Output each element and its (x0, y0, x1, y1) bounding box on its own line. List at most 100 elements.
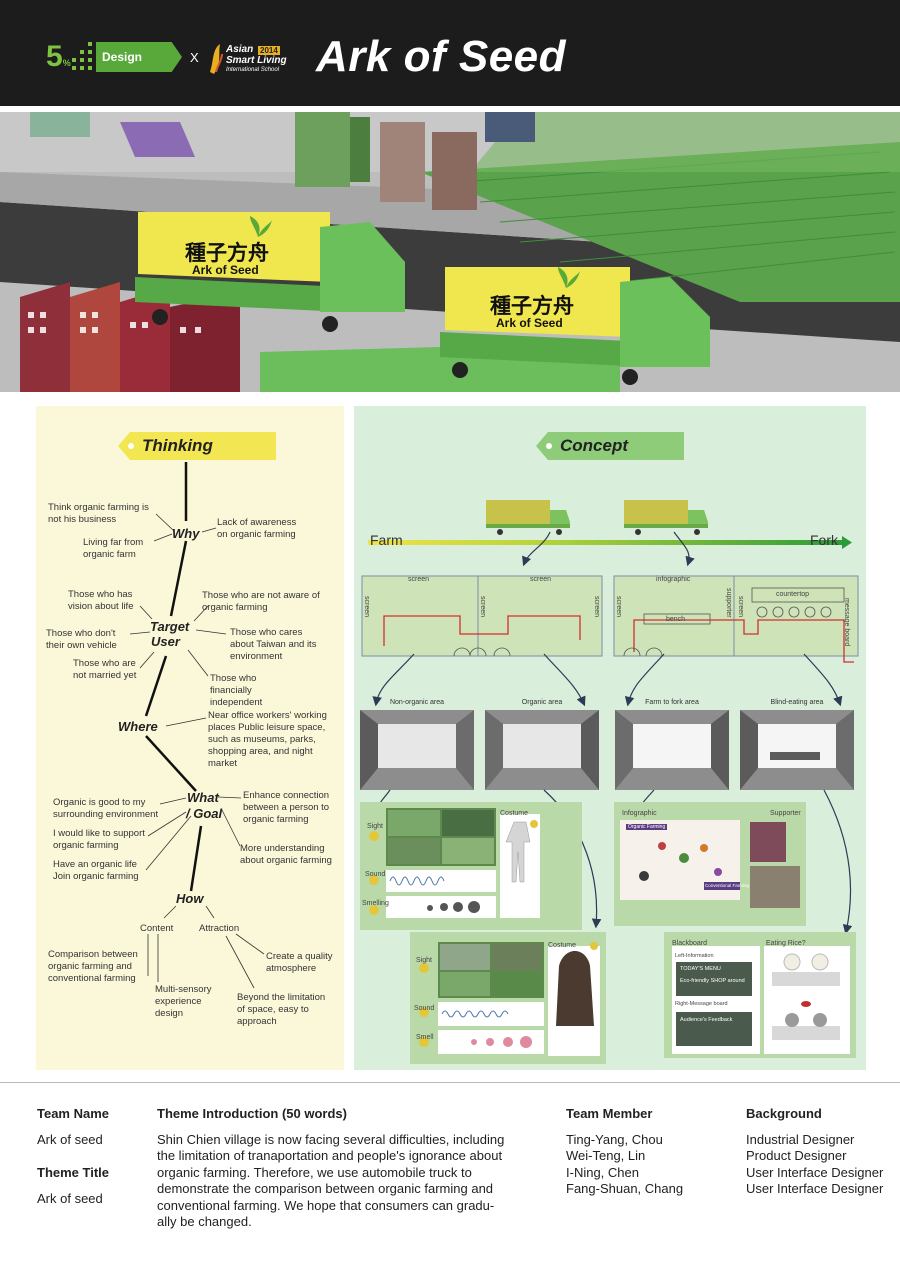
farm-label: Farm (370, 532, 403, 548)
concept-model-tag: Concept model (536, 432, 684, 460)
plan-side-4: screen (615, 596, 622, 618)
where-item: Near office workers' working places Publ… (208, 710, 327, 769)
card1-smell: Smelling (362, 900, 389, 907)
logo-5-percent: 5% (46, 40, 71, 73)
target-item-2: Those who don't their own vehicle (46, 628, 117, 651)
fork-label: Fork (810, 532, 838, 548)
team-member-1: Ting-Yang, Chou (566, 1132, 663, 1147)
partner-year: 2014 (258, 46, 280, 55)
theme-intro-line-3: organic farming. Therefore, we use autom… (157, 1165, 472, 1180)
plan-side-3: screen (593, 596, 600, 618)
area-non-organic: Non-organic area (389, 699, 445, 706)
team-name-heading: Team Name (37, 1106, 110, 1121)
why-item-3: Lack of awareness on organic farming (217, 517, 297, 540)
how-content: Content (140, 923, 174, 934)
truck2-title-en: Ark of Seed (496, 316, 563, 330)
theme-title-heading: Theme Title (37, 1165, 110, 1180)
area-farm-to-fork: Farm to fork area (645, 699, 699, 706)
card2-sight: Sight (416, 957, 432, 964)
how-item-3: Create a quality atmosphere (266, 951, 333, 974)
theme-intro-heading: Theme Introduction (50 words) (157, 1106, 347, 1121)
card3-poster-2: Conventional Farming (705, 883, 750, 888)
card3-infographic: Infographic (622, 810, 657, 817)
plan-countertop: countertop (776, 591, 810, 598)
team-member-heading: Team Member (566, 1106, 653, 1121)
card3-poster-title: Organic Farming (626, 824, 668, 830)
truck1-title-cn: 種子方舟 (185, 241, 269, 265)
theme-title-value: Ark of seed (37, 1191, 103, 1206)
partner-line2: Smart Living (226, 55, 287, 66)
partner-line1: Asian (226, 44, 254, 55)
why-item-1: Think organic farming is not his busines… (48, 502, 149, 525)
background-2: Product Designer (746, 1148, 847, 1163)
page-title: Ark of Seed (316, 32, 567, 81)
goal-item-1: Organic is good to my surrounding enviro… (53, 797, 159, 820)
node-why: Why (172, 526, 200, 541)
header-bar: 5% Design Action X Asian 2014 Smart Livi… (0, 0, 900, 106)
node-target-user-2: User (151, 634, 180, 649)
background-heading: Background (746, 1106, 822, 1121)
card4-eating: Eating Rice? (766, 940, 806, 947)
design-action-badge: Design Action (96, 42, 182, 72)
card4-menu-sub: Eco-friendly SHOP around (680, 978, 745, 984)
card4-menu: TODAY'S MENU (680, 966, 721, 972)
how-item-1: Comparison between organic farming and c… (48, 949, 138, 984)
thinking-tree-lines (129, 462, 265, 989)
card2-smell: Smell (416, 1034, 434, 1041)
background-4: User Interface Designer (746, 1181, 884, 1196)
cross-mark: X (190, 50, 199, 65)
truck2-title-cn: 種子方舟 (490, 294, 574, 318)
how-attraction: Attraction (199, 923, 240, 934)
card4-blackboard: Blackboard (672, 940, 708, 947)
card4-right-msg: Right-Message board (675, 1001, 728, 1007)
target-item-1: Those who has vision about life (68, 589, 134, 612)
node-how: How (176, 891, 204, 906)
theme-intro-line-6: ally be changed. (157, 1214, 252, 1229)
team-member-4: Fang-Shuan, Chang (566, 1181, 684, 1196)
area-blind-eating: Blind-eating area (770, 699, 824, 706)
node-where: Where (118, 719, 158, 734)
theme-intro-line-2: the limitation of tranaportation and peo… (157, 1148, 503, 1163)
card2-costume: Costume (548, 942, 577, 949)
footer-divider (0, 1082, 900, 1083)
how-item-2: Multi-sensory experience design (155, 984, 212, 1019)
concept-diagram (360, 500, 859, 1064)
hero-illustration: 種子方舟 Ark of Seed 種子方舟 Ark of Seed (0, 112, 900, 392)
card1-sight: Sight (367, 823, 383, 830)
plan-screen-2: screen (530, 576, 552, 583)
team-name-value: Ark of seed (37, 1132, 103, 1147)
goal-item-4: Enhance connection between a person to o… (243, 790, 330, 825)
thinking-process-panel (36, 406, 344, 1070)
target-item-6: Those who financially independent (210, 673, 263, 708)
plan-bench: bench (666, 616, 686, 623)
plan-side-5: screen (737, 596, 744, 618)
why-item-2: Living far from organic farm (83, 537, 144, 560)
plan-side-2: screen (479, 596, 486, 618)
card2-sound: Sound (414, 1005, 435, 1012)
background-3: User Interface Designer (746, 1165, 884, 1180)
partner-logo: Asian 2014 Smart Living International Sc… (208, 42, 288, 76)
plan-infographic: infographic (656, 576, 691, 583)
partner-line3: International School (226, 67, 280, 73)
partner-leaf-icon (210, 44, 223, 74)
area-organic: Organic area (521, 699, 563, 706)
logo-dots-icon (72, 42, 92, 70)
goal-item-5: More understanding about organic farming (240, 843, 332, 866)
card4-feedback: Audience's Feedback (680, 1017, 733, 1023)
card4-left-info: Left-Information (675, 953, 714, 959)
plan-side-6: supporter (725, 588, 732, 618)
truck1-title-en: Ark of Seed (192, 263, 259, 277)
card3-supporter: Supporter (770, 810, 801, 817)
theme-intro-line-5: conventional farming. We hope that consu… (157, 1198, 495, 1213)
team-member-2: Wei-Teng, Lin (566, 1148, 646, 1163)
plan-message-board: message board (843, 598, 850, 647)
target-item-4: Those who are not aware of organic farmi… (202, 590, 320, 613)
plan-screen-1: screen (408, 576, 430, 583)
node-target-user-1: Target (150, 619, 190, 634)
how-item-4: Beyond the limitation of space, easy to … (237, 992, 326, 1027)
target-item-3: Those who are not married yet (73, 658, 137, 681)
goal-item-2: I would like to support organic farming (53, 828, 145, 851)
target-item-5: Those who cares about Taiwan and its env… (230, 627, 317, 662)
goal-item-3: Have an organic life Join organic farmin… (53, 859, 139, 882)
city-scene (0, 112, 900, 392)
